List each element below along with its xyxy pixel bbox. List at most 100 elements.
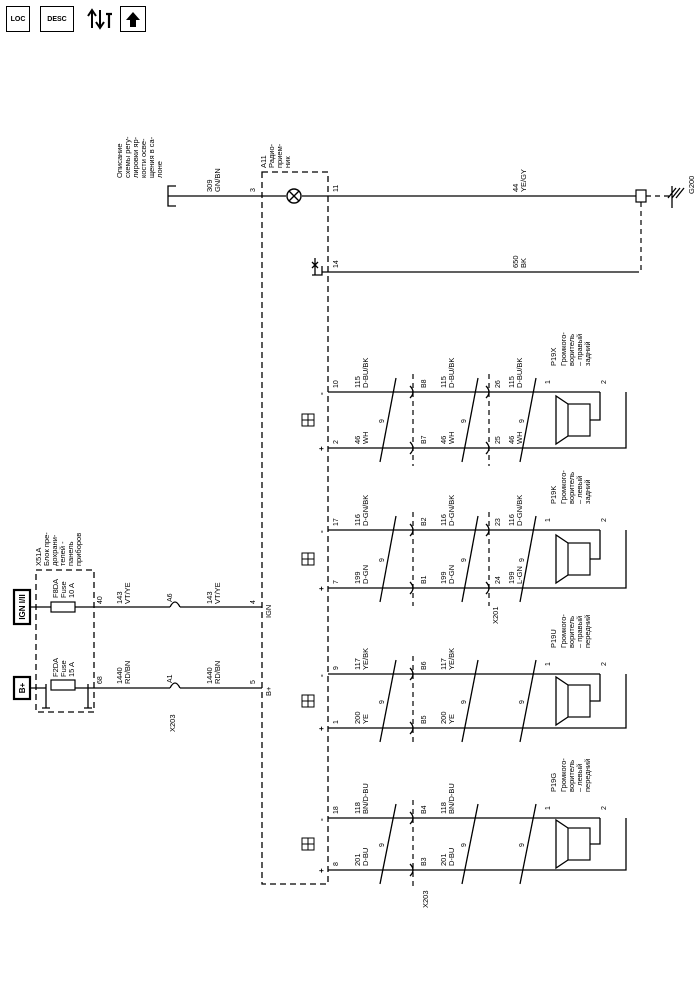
speaker-desc: передний — [583, 759, 592, 792]
speaker-wire-pos — [328, 392, 627, 449]
bplus-tag: B+ — [12, 675, 32, 701]
fuse-f2da-id: F2DA — [51, 658, 60, 677]
wire-309-num: 309 — [205, 179, 214, 192]
speaker-cone — [555, 818, 569, 870]
wire-44-num: 44 — [511, 184, 520, 192]
twisted-pair-count: 9 — [379, 419, 386, 423]
connector-pin-neg: B2 — [421, 517, 428, 526]
illum-desc-1: Описание — [115, 143, 124, 178]
polarity-minus: - — [317, 674, 326, 677]
speaker-link — [590, 818, 601, 845]
bplus-feed-wire — [30, 684, 50, 709]
speaker-pin-2: 2 — [601, 518, 608, 522]
radio-desc-1: Радио- — [267, 143, 276, 168]
wire-pos-num-a: 200 — [353, 711, 362, 724]
speaker-pin-2: 2 — [601, 380, 608, 384]
speaker-output-icon-grid — [302, 553, 314, 565]
illum-desc-3: лировки яр- — [131, 136, 140, 178]
loc-label: LOC — [10, 15, 26, 23]
speaker-cone — [555, 394, 569, 446]
connector-x203-label: X203 — [168, 714, 177, 732]
desc-button[interactable]: DESC — [40, 6, 74, 32]
wire-143-num-b: 143 — [205, 591, 214, 604]
twisted-pair-mark — [519, 659, 537, 743]
speaker-pin-1: 1 — [545, 662, 552, 666]
speaker-desc: передний — [583, 615, 592, 648]
speaker-icon — [567, 684, 591, 718]
wire-neg-color-b: YE/BK — [447, 648, 456, 670]
speaker-link — [590, 392, 601, 421]
wire-1440-num-a: 1440 — [115, 667, 124, 684]
connector2-pin-pos: 24 — [495, 576, 502, 584]
wire-neg-color-a: D-GN/BK — [361, 495, 370, 526]
fuse-f8da-type: Fuse — [59, 581, 68, 598]
connector2-pin-neg: 23 — [495, 518, 502, 526]
speaker-output-icon-grid — [302, 695, 314, 707]
radio-desc-3: ник — [283, 156, 292, 168]
connector-swap-icon — [87, 8, 112, 30]
radio-speaker-pin-pos: 7 — [333, 580, 340, 584]
wire-pos-color-c: WH — [515, 432, 524, 445]
radio-speaker-pin-neg: 9 — [333, 666, 340, 670]
wire-neg-num-a: 115 — [353, 376, 362, 388]
fuse-block-desc-4: панель — [66, 541, 75, 566]
twisted-pair-count: 9 — [461, 558, 468, 562]
speaker-name: P19X — [549, 348, 558, 366]
wire-neg-num-c: 115 — [507, 376, 516, 388]
radio-name: A11 — [259, 155, 268, 168]
speaker-name: P19K — [549, 486, 558, 504]
radio-label-bplus: B+ — [264, 686, 273, 696]
radio-label-ign: IGN — [264, 605, 273, 618]
speaker-cone — [555, 533, 569, 585]
fuse-f8da-id: F8DA — [51, 579, 60, 598]
twisted-pair-count: 9 — [461, 843, 468, 847]
connector-pin-pos: B3 — [421, 857, 428, 866]
wire-neg-color-c: D-GN/BK — [515, 495, 524, 526]
polarity-minus: - — [317, 530, 326, 533]
wire-309-color: GN/BN — [213, 168, 222, 192]
fuse-f2da-type: Fuse — [59, 660, 68, 677]
radio-box — [261, 171, 329, 885]
radio-pin-3: 3 — [250, 188, 257, 192]
loc-button[interactable]: LOC — [6, 6, 30, 32]
ign-label: IGN I/II — [18, 594, 27, 619]
wire-neg-num-a: 116 — [353, 514, 362, 526]
radio-speaker-pin-pos: 8 — [333, 862, 340, 866]
connector-swap-button[interactable] — [86, 6, 116, 32]
wire-pos-color-c: L-GN — [515, 566, 524, 584]
wire-pos-num-c: 199 — [507, 571, 516, 584]
shield-dash-wire — [636, 202, 642, 273]
fuse-f2da-out — [75, 684, 92, 709]
radio-desc-2: прием- — [275, 143, 284, 168]
speaker-icon — [567, 542, 591, 576]
conn-a1-break — [169, 682, 181, 689]
twisted-pair-count: 9 — [379, 700, 386, 704]
speaker-icon — [567, 827, 591, 861]
polarity-plus: + — [317, 726, 326, 731]
radio-pin-4: 4 — [250, 600, 257, 604]
polarity-plus: + — [317, 446, 326, 451]
wire-143-color-b: VT/YE — [213, 582, 222, 604]
up-button[interactable] — [120, 6, 146, 32]
wire-neg-num-b: 117 — [439, 658, 448, 670]
radio-pin-14: 14 — [333, 260, 340, 268]
connector-x201-label: X201 — [491, 606, 500, 624]
wire-143-num-a: 143 — [115, 591, 124, 604]
fuse-block-desc-5: приборов — [74, 533, 83, 566]
illum-desc-4: кости осве- — [139, 138, 148, 178]
ign-tag: IGN I/II — [12, 588, 32, 626]
desc-label: DESC — [47, 15, 67, 23]
wire-neg-num-a: 118 — [353, 802, 362, 814]
speaker-pin-1: 1 — [545, 380, 552, 384]
radio-speaker-pin-pos: 1 — [333, 720, 340, 724]
wire-neg-color-a: YE/BK — [361, 648, 370, 670]
arrow-up-icon — [126, 12, 140, 27]
twisted-pair-mark — [519, 515, 537, 603]
illum-desc-6: лоне — [155, 161, 164, 178]
wire-pos-color-b: WH — [447, 432, 456, 445]
twisted-pair-count: 9 — [461, 419, 468, 423]
twisted-pair-mark — [379, 659, 397, 743]
speaker-link — [590, 674, 601, 702]
wire-pos-num-b: 200 — [439, 711, 448, 724]
